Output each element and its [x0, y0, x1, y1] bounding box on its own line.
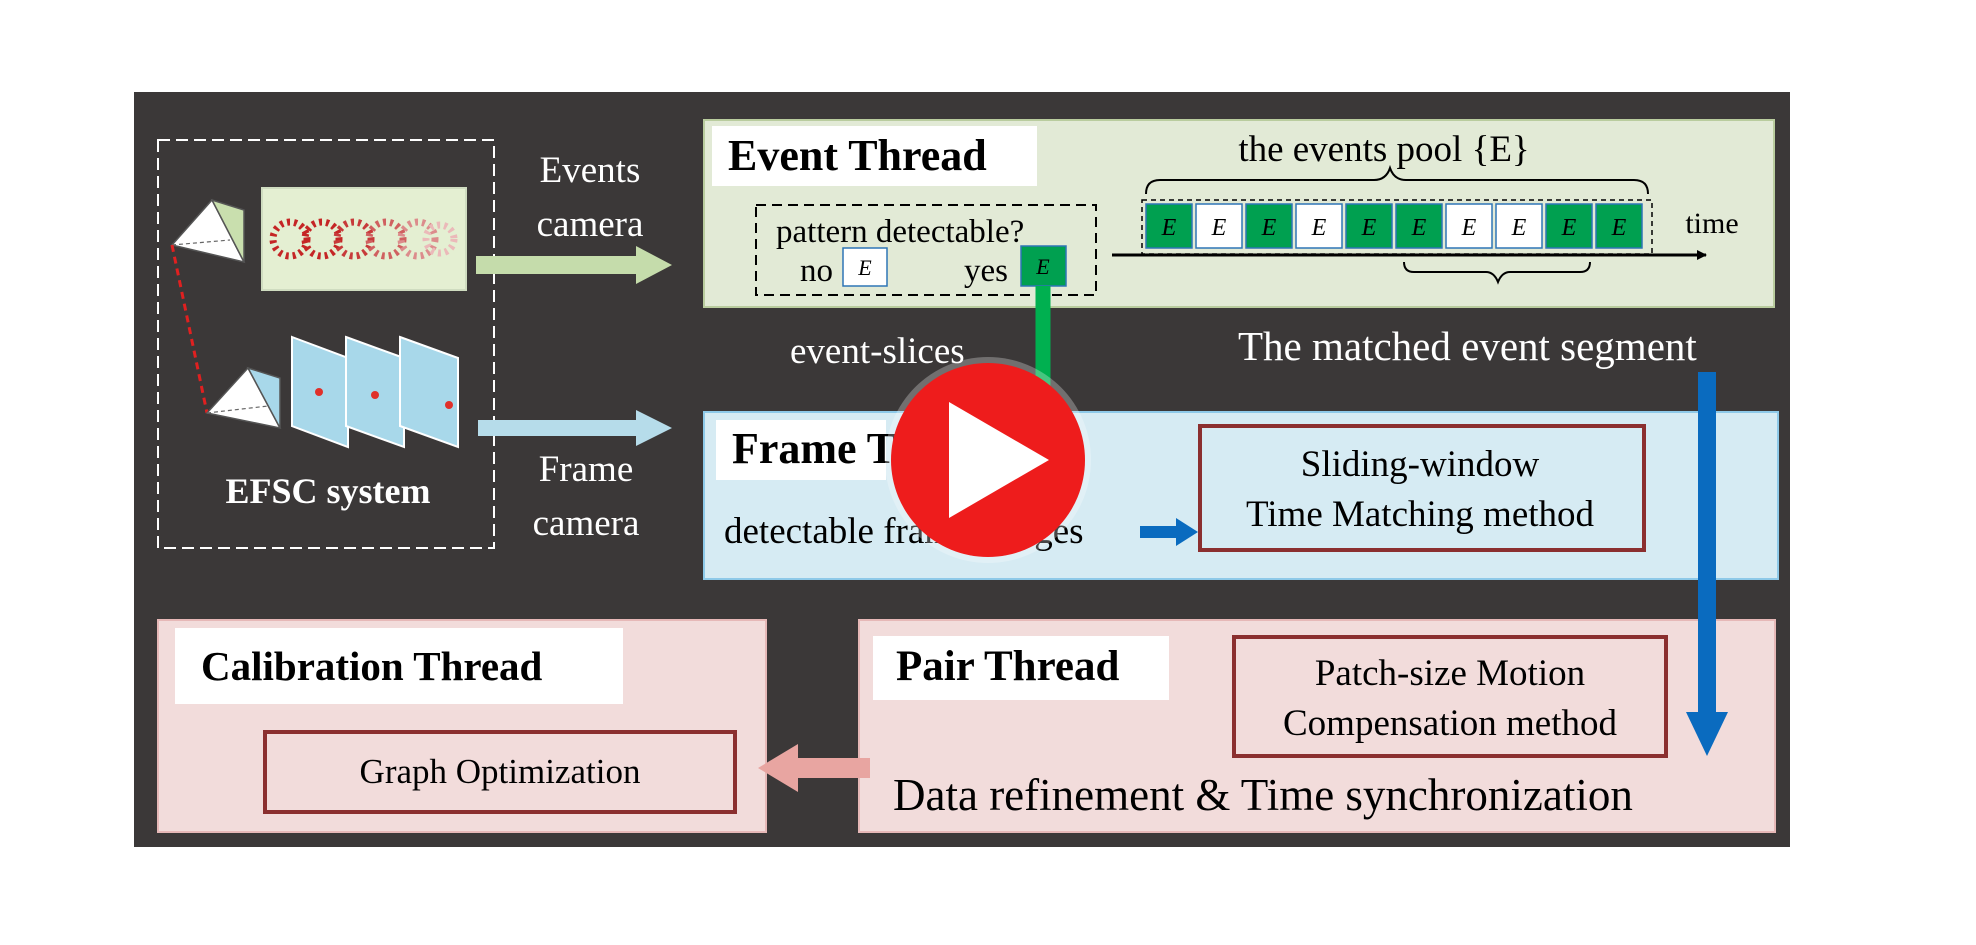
- frame-thread-title-box: [716, 420, 886, 480]
- no-event-cell: [842, 247, 888, 287]
- events-pool-top-brace: [1145, 164, 1649, 195]
- events-pool-cell-symbol: E: [1161, 215, 1177, 241]
- sliding-window-line1: Sliding-window: [1301, 444, 1540, 485]
- patch-motion-line1: Patch-size Motion: [1315, 653, 1585, 694]
- detectable-frames-arrowhead: [1176, 518, 1198, 546]
- efsc-system-dashed-box: [157, 139, 495, 549]
- events-pool-cell-symbol: E: [1611, 215, 1627, 241]
- events-pool-cell-symbol: E: [1211, 215, 1227, 241]
- matched-segment-label: The matched event segment: [1238, 323, 1697, 369]
- events-pool-cell: [1445, 203, 1493, 249]
- matched-segment-arrowhead: [1686, 712, 1728, 756]
- events-pool-cell: [1245, 203, 1293, 249]
- events-pool-cell: [1395, 203, 1443, 249]
- pair-thread-title-box: [873, 636, 1169, 700]
- events-pool-cell: [1545, 203, 1593, 249]
- events-pool-cell-symbol: E: [1461, 215, 1477, 241]
- no-label: no: [800, 253, 833, 289]
- events-pool-cell-symbol: E: [1261, 215, 1277, 241]
- pattern-detectable-box: [755, 204, 1097, 296]
- pattern-question: pattern detectable?: [776, 214, 1024, 250]
- pair-thread-caption: Data refinement & Time synchronization: [893, 770, 1633, 820]
- event-thread-title-box: [712, 126, 1037, 186]
- camera-link-line: [170, 244, 209, 414]
- sliding-window-box: [1198, 424, 1646, 552]
- patch-motion-box: [1232, 635, 1668, 758]
- no-event-symbol: E: [857, 255, 872, 280]
- pair-to-calibration-arrow: [758, 744, 870, 792]
- events-pool-cell-symbol: E: [1511, 215, 1527, 241]
- time-label: time: [1685, 207, 1738, 240]
- event-thread-title: Event Thread: [728, 131, 987, 180]
- events-pool-cell: [1345, 203, 1393, 249]
- play-button-icon[interactable]: [885, 357, 1091, 563]
- events-pool-label: the events pool {E}: [1238, 129, 1529, 170]
- events-pool-cell-symbol: E: [1311, 215, 1327, 241]
- patch-motion-line2: Compensation method: [1283, 703, 1617, 744]
- events-camera-label-line1: Events: [540, 150, 641, 191]
- event-camera-icon: [170, 198, 246, 264]
- graph-optimization-box: [263, 730, 737, 814]
- events-pool-cell: [1595, 203, 1643, 249]
- events-pool-cell: [1195, 203, 1243, 249]
- events-pool-cell: [1145, 203, 1193, 249]
- events-pool-dashed-outline: [1141, 199, 1653, 255]
- events-pool-cell: [1295, 203, 1343, 249]
- events-pool-cell: [1495, 203, 1543, 249]
- matched-segment-arrow: [1698, 372, 1716, 720]
- graph-optimization-label: Graph Optimization: [360, 752, 641, 791]
- frame-camera-icon: [205, 366, 282, 430]
- event-slices-label: event-slices: [790, 331, 965, 372]
- calibration-thread-title-box: [175, 628, 623, 704]
- frame-camera-label-line2: camera: [533, 503, 640, 544]
- frame-camera-arrow: [478, 410, 672, 446]
- events-camera-arrow: [476, 246, 672, 284]
- event-stream-image: [261, 187, 467, 291]
- yes-label: yes: [964, 253, 1008, 289]
- frame-camera-label-line1: Frame: [539, 449, 634, 490]
- efsc-system-label: EFSC system: [226, 471, 431, 511]
- frame-images: [291, 335, 459, 449]
- events-camera-label-line2: camera: [537, 204, 644, 245]
- yes-event-symbol: E: [1035, 254, 1050, 279]
- sliding-window-line2: Time Matching method: [1246, 494, 1595, 535]
- yes-event-cell: [1020, 245, 1067, 287]
- pair-thread-title: Pair Thread: [896, 643, 1119, 690]
- calibration-thread-title: Calibration Thread: [201, 643, 543, 689]
- events-pool-cell-symbol: E: [1411, 215, 1427, 241]
- matched-segment-brace: [1403, 261, 1591, 285]
- events-pool-cell-symbol: E: [1361, 215, 1377, 241]
- events-pool-cell-symbol: E: [1561, 215, 1577, 241]
